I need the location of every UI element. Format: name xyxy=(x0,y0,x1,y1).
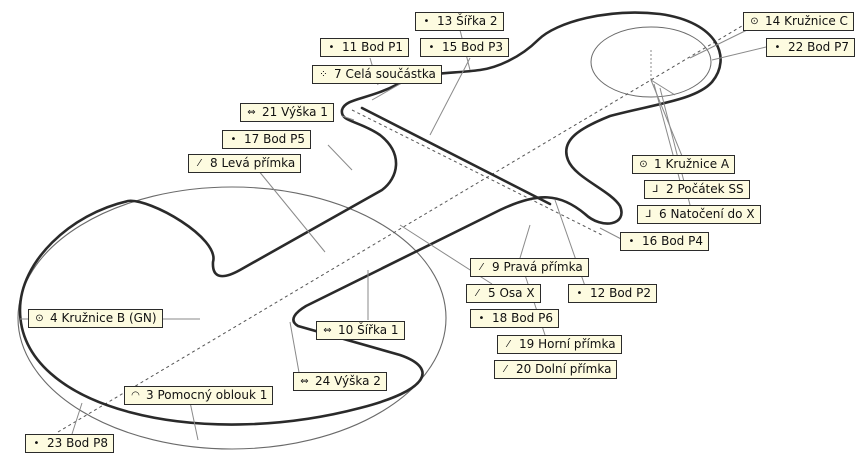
label-17-point-p5[interactable]: • 17 Bod P5 xyxy=(222,130,311,149)
label-13-width-2[interactable]: • 13 Šířka 2 xyxy=(415,12,504,31)
label-text: 16 Bod P4 xyxy=(642,234,703,248)
label-20-bottom-line[interactable]: ⁄ 20 Dolní přímka xyxy=(494,360,618,379)
height-icon: ⇔ xyxy=(300,376,309,387)
leader-21 xyxy=(341,115,355,121)
coordinate-rotation-icon: ⅃ xyxy=(645,209,652,220)
line-icon: ⁄ xyxy=(507,339,510,350)
circle-center-icon: ⊙ xyxy=(750,16,759,27)
label-14-circle-c[interactable]: ⊙ 14 Kružnice C xyxy=(743,12,854,31)
width-icon: ⇔ xyxy=(323,325,332,336)
line-icon: ⁄ xyxy=(504,364,507,375)
label-text: 7 Celá součástka xyxy=(334,67,436,81)
leader-7 xyxy=(371,83,401,101)
leader-17 xyxy=(327,144,353,171)
label-text: 14 Kružnice C xyxy=(765,14,848,28)
line-icon: ⁄ xyxy=(198,158,201,169)
label-7-whole-part[interactable]: ⁘ 7 Celá součástka xyxy=(312,65,442,84)
label-3-aux-arc[interactable]: ◠ 3 Pomocný oblouk 1 xyxy=(124,386,274,405)
label-1-circle-a[interactable]: ⊙ 1 Kružnice A xyxy=(632,155,736,174)
label-text: 10 Šířka 1 xyxy=(338,323,399,337)
circle-b-construction xyxy=(17,186,447,450)
circle-center-icon: ⊙ xyxy=(639,159,648,170)
point-icon: • xyxy=(774,42,781,53)
label-6-rotation-x[interactable]: ⅃ 6 Natočení do X xyxy=(637,205,761,224)
axis-line xyxy=(57,19,753,433)
helper-geometry xyxy=(17,19,753,450)
label-text: 18 Bod P6 xyxy=(492,311,553,325)
label-text: 15 Bod P3 xyxy=(442,40,503,54)
label-text: 13 Šířka 2 xyxy=(437,14,498,28)
label-21-height-1[interactable]: ⇔ 21 Výška 1 xyxy=(240,103,334,122)
leader-15 xyxy=(429,57,471,136)
point-icon: • xyxy=(230,134,237,145)
label-11-point-p1[interactable]: • 11 Bod P1 xyxy=(320,38,409,57)
label-8-left-line[interactable]: ⁄ 8 Levá přímka xyxy=(188,154,302,173)
leader-23 xyxy=(71,402,83,435)
line-icon: ⁄ xyxy=(476,288,479,299)
label-text: 4 Kružnice B (GN) xyxy=(50,311,157,325)
label-4-circle-b[interactable]: ⊙ 4 Kružnice B (GN) xyxy=(28,309,163,328)
arc-icon: ◠ xyxy=(131,390,140,401)
centerline-left xyxy=(351,109,603,236)
label-text: 17 Bod P5 xyxy=(244,132,305,146)
label-text: 11 Bod P1 xyxy=(342,40,403,54)
leader-24 xyxy=(289,321,301,379)
point-icon: • xyxy=(33,438,40,449)
coordinate-origin-icon: ⅃ xyxy=(652,184,659,195)
label-text: 1 Kružnice A xyxy=(654,157,730,171)
label-text: 19 Horní přímka xyxy=(519,337,616,351)
label-5-axis-x[interactable]: ⁄ 5 Osa X xyxy=(466,284,541,303)
label-text: 22 Bod P7 xyxy=(788,40,849,54)
leader-3 xyxy=(189,401,199,441)
label-text: 3 Pomocný oblouk 1 xyxy=(146,388,268,402)
point-icon: • xyxy=(428,42,435,53)
width-icon: • xyxy=(423,16,430,27)
outer-contour xyxy=(18,11,722,426)
label-text: 24 Výška 2 xyxy=(315,374,381,388)
leader-14 xyxy=(689,29,748,59)
origin-x xyxy=(650,79,676,96)
label-19-top-line[interactable]: ⁄ 19 Horní přímka xyxy=(497,335,622,354)
label-24-height-2[interactable]: ⇔ 24 Výška 2 xyxy=(293,372,387,391)
label-text: 6 Natočení do X xyxy=(659,207,755,221)
label-16-point-p4[interactable]: • 16 Bod P4 xyxy=(620,232,709,251)
label-9-right-line[interactable]: ⁄ 9 Pravá přímka xyxy=(470,258,589,277)
line-icon: ⁄ xyxy=(480,262,483,273)
label-text: 9 Pravá přímka xyxy=(492,260,583,274)
label-2-origin[interactable]: ⅃ 2 Počátek SS xyxy=(644,180,750,199)
label-text: 12 Bod P2 xyxy=(590,286,651,300)
height-icon: ⇔ xyxy=(247,107,256,118)
leader-8 xyxy=(257,169,326,253)
label-23-point-p8[interactable]: • 23 Bod P8 xyxy=(25,434,114,453)
circle-c-construction xyxy=(590,26,712,98)
point-icon: • xyxy=(628,236,635,247)
leader-9 xyxy=(519,224,531,259)
label-text: 23 Bod P8 xyxy=(47,436,108,450)
label-text: 21 Výška 1 xyxy=(262,105,328,119)
point-icon: • xyxy=(478,313,485,324)
point-icon: • xyxy=(328,42,335,53)
point-icon: • xyxy=(576,288,583,299)
circle-center-icon: ⊙ xyxy=(35,313,44,324)
part-outline xyxy=(18,11,722,426)
whole-part-icon: ⁘ xyxy=(319,69,328,80)
label-10-width-1[interactable]: ⇔ 10 Šířka 1 xyxy=(316,321,405,340)
label-22-point-p7[interactable]: • 22 Bod P7 xyxy=(766,38,855,57)
label-text: 2 Počátek SS xyxy=(666,182,744,196)
label-18-point-p6[interactable]: • 18 Bod P6 xyxy=(470,309,559,328)
leader-22 xyxy=(711,46,767,61)
label-text: 8 Levá přímka xyxy=(210,156,296,170)
label-text: 5 Osa X xyxy=(488,286,535,300)
label-12-point-p2[interactable]: • 12 Bod P2 xyxy=(568,284,657,303)
inner-contour xyxy=(360,106,552,206)
label-text: 20 Dolní přímka xyxy=(516,362,612,376)
label-15-point-p3[interactable]: • 15 Bod P3 xyxy=(420,38,509,57)
